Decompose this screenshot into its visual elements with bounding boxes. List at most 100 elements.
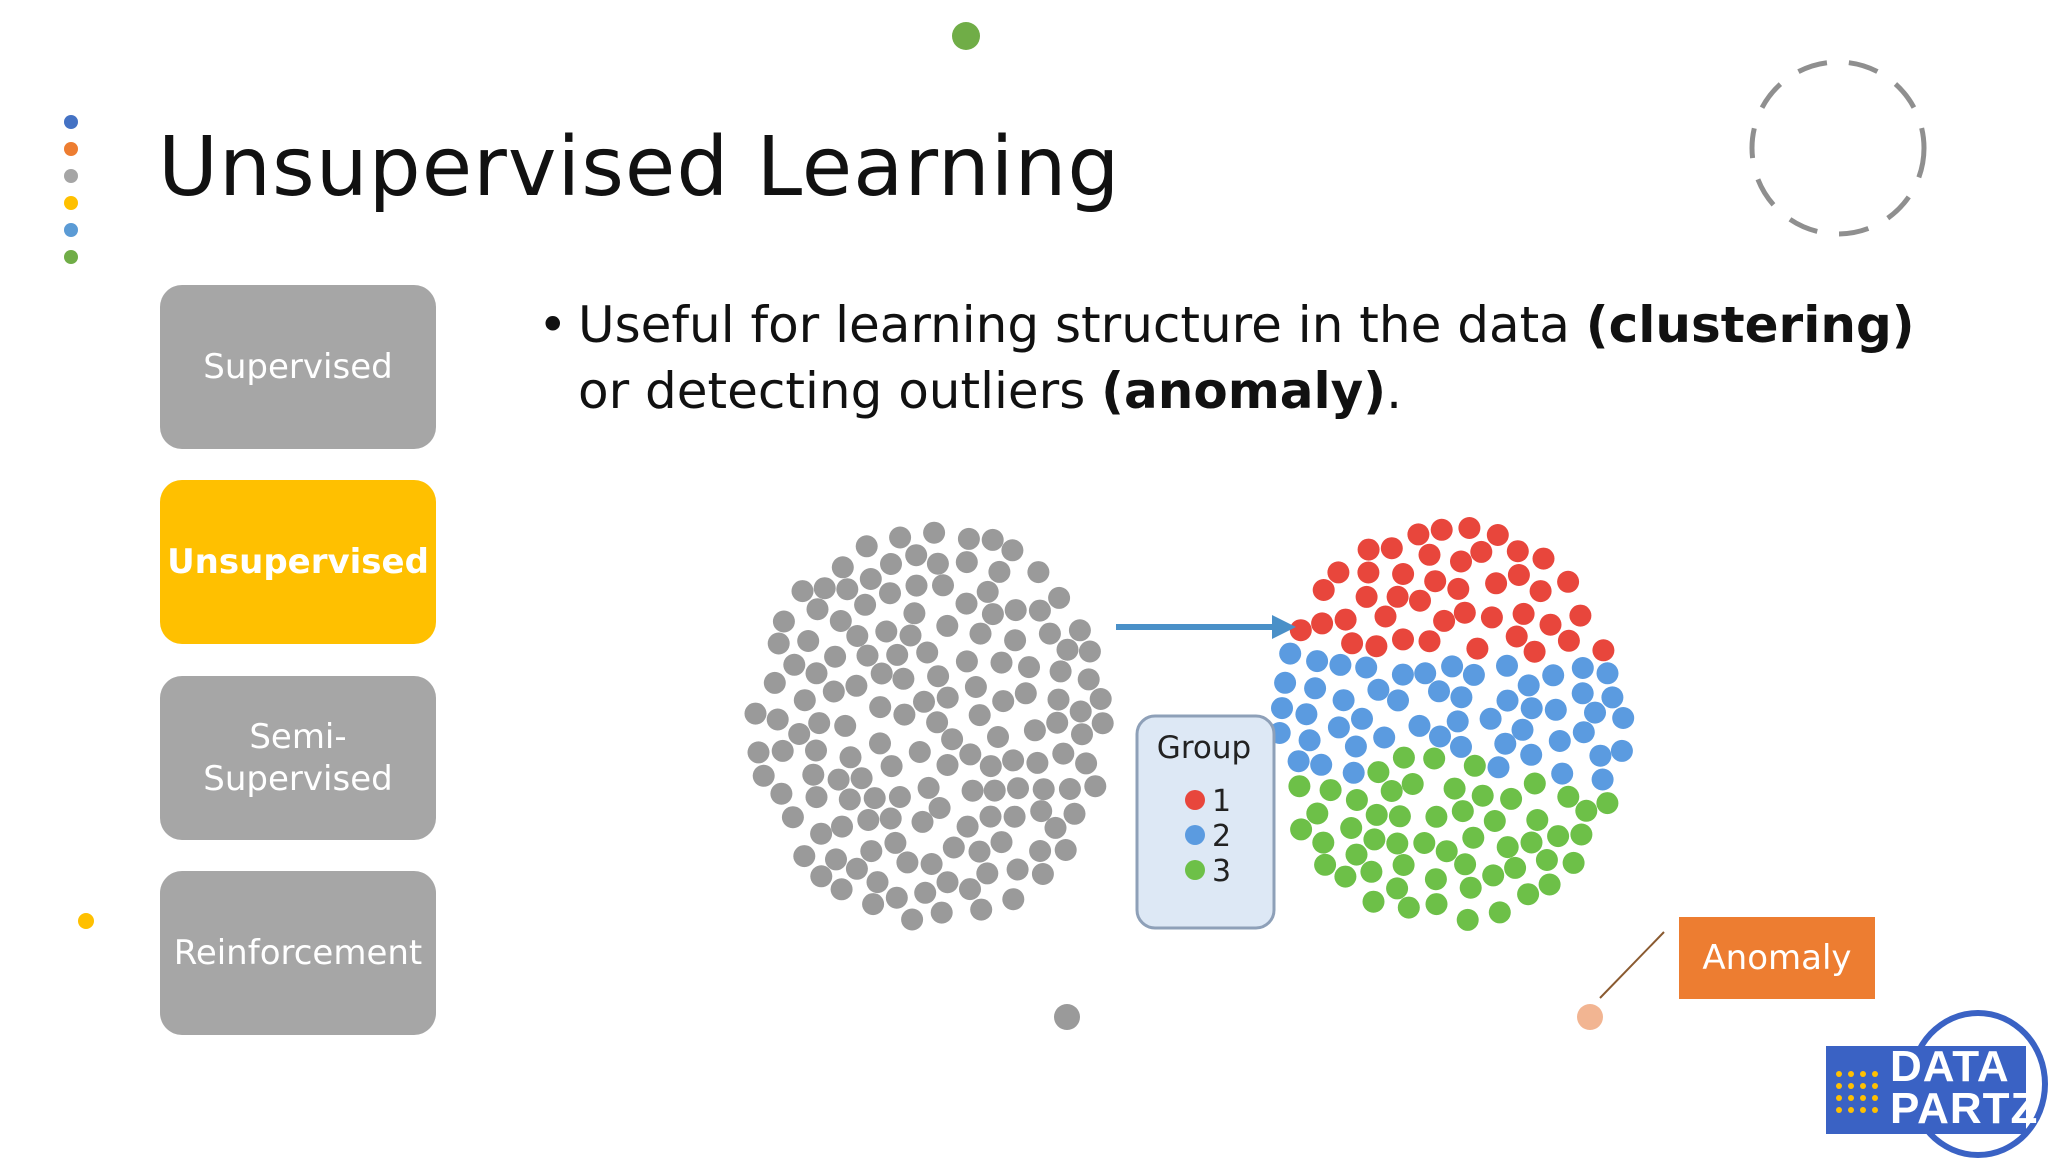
clustered-point <box>1332 689 1355 712</box>
unlabeled-point <box>1044 816 1067 839</box>
clustered-point <box>1345 843 1368 866</box>
unlabeled-point <box>767 632 790 655</box>
clustered-point <box>1295 703 1318 726</box>
unlabeled-point <box>781 806 804 829</box>
clustered-point <box>1450 550 1472 573</box>
nav-supervised[interactable]: Supervised <box>160 285 436 449</box>
unlabeled-point <box>1002 749 1025 772</box>
unlabeled-point <box>752 764 775 787</box>
bullet-text: Useful for learning structure in the dat… <box>578 292 1918 424</box>
clustered-point <box>1466 637 1489 660</box>
unlabeled-point <box>957 527 980 550</box>
unlabeled-point <box>964 676 987 698</box>
unlabeled-point <box>870 662 893 685</box>
unlabeled-point <box>854 593 877 616</box>
unlabeled-point <box>888 786 911 808</box>
clustered-point <box>1450 735 1472 758</box>
unlabeled-point <box>805 739 827 762</box>
nav-reinforcement[interactable]: Reinforcement <box>160 871 436 1035</box>
clustered-point <box>1459 876 1482 899</box>
clustered-point <box>1386 877 1409 900</box>
clustered-point <box>1409 589 1431 612</box>
unlabeled-point <box>880 755 903 778</box>
clustered-point <box>1433 609 1456 632</box>
clustered-point <box>1424 570 1447 593</box>
clustered-points <box>1268 517 1635 931</box>
unlabeled-point <box>1071 723 1093 746</box>
clustered-point <box>1367 761 1390 784</box>
unlabeled-point <box>920 853 943 875</box>
clustered-point <box>1429 725 1451 748</box>
unlabeled-point <box>990 651 1013 674</box>
unlabeled-point <box>1014 682 1037 705</box>
clustered-point <box>1526 809 1549 831</box>
unlabeled-point <box>763 671 786 694</box>
clustered-point <box>1351 707 1373 730</box>
unlabeled-point <box>1031 863 1054 885</box>
decor-dot-top <box>952 22 980 50</box>
clustered-point <box>1447 577 1470 600</box>
sidebar-dot-green <box>64 250 78 264</box>
logo-text: DATA PARTZ <box>1890 1045 2038 1131</box>
clustered-point <box>1424 868 1447 891</box>
clustered-point <box>1471 784 1494 807</box>
unlabeled-point <box>875 620 898 643</box>
unlabeled-point <box>1006 858 1029 881</box>
clustered-point <box>1496 654 1518 677</box>
nav-unsupervised[interactable]: Unsupervised <box>160 480 436 644</box>
clustered-point <box>1485 572 1508 595</box>
clustered-point <box>1430 518 1453 541</box>
unlabeled-point <box>797 630 820 652</box>
nav-semi-supervised[interactable]: Semi- Supervised <box>160 676 436 840</box>
unlabeled-point <box>859 568 882 590</box>
clustered-point <box>1548 730 1571 752</box>
clustered-point <box>1456 908 1479 931</box>
clustered-point <box>1575 799 1598 822</box>
unlabeled-point <box>845 857 868 880</box>
clustered-point <box>1357 538 1380 561</box>
unlabeled-point <box>831 556 854 579</box>
unlabeled-point <box>932 574 954 597</box>
unlabeled-point <box>976 580 999 603</box>
clustered-point <box>1392 746 1415 769</box>
unlabeled-point <box>1028 599 1051 622</box>
unlabeled-point <box>979 755 1002 778</box>
unlabeled-point <box>1084 775 1107 798</box>
clustered-point <box>1496 689 1519 712</box>
unlabeled-point <box>936 754 959 776</box>
slide-title: Unsupervised Learning <box>158 120 1121 215</box>
unlabeled-point <box>860 840 883 863</box>
unlabeled-point <box>959 743 982 766</box>
clustered-point <box>1520 697 1543 720</box>
clustered-point <box>1458 517 1481 539</box>
unlabeled-point <box>1032 778 1055 801</box>
clustered-point <box>1470 540 1493 563</box>
clustered-point <box>1591 768 1614 791</box>
clustered-point <box>1596 792 1619 815</box>
clustered-point <box>1344 735 1367 758</box>
clustered-point <box>1327 716 1350 739</box>
unlabeled-point <box>766 708 789 731</box>
sidebar-dot-yellow <box>64 196 78 210</box>
clustered-point <box>1414 662 1437 685</box>
unlabeled-point <box>905 574 928 597</box>
unlabeled-point <box>791 580 814 603</box>
unlabeled-point <box>1049 660 1072 683</box>
unlabeled-point <box>987 726 1009 748</box>
clustered-point <box>1453 601 1476 624</box>
unlabeled-point <box>903 602 926 625</box>
clustered-point <box>1450 686 1473 709</box>
clustered-point <box>1392 563 1415 585</box>
sidebar-dot-gray <box>64 169 78 183</box>
clustered-point <box>1535 849 1558 871</box>
clustered-point <box>1601 686 1624 709</box>
unlabeled-point <box>846 625 869 647</box>
bullet-text-2: or detecting outliers <box>578 362 1102 420</box>
unlabeled-point <box>879 807 902 830</box>
unlabeled-point <box>855 535 878 558</box>
clustered-point <box>1298 729 1321 752</box>
unlabeled-point <box>805 786 828 809</box>
unlabeled-point <box>976 862 999 885</box>
clustered-point <box>1562 851 1585 874</box>
clustered-point <box>1423 747 1446 770</box>
